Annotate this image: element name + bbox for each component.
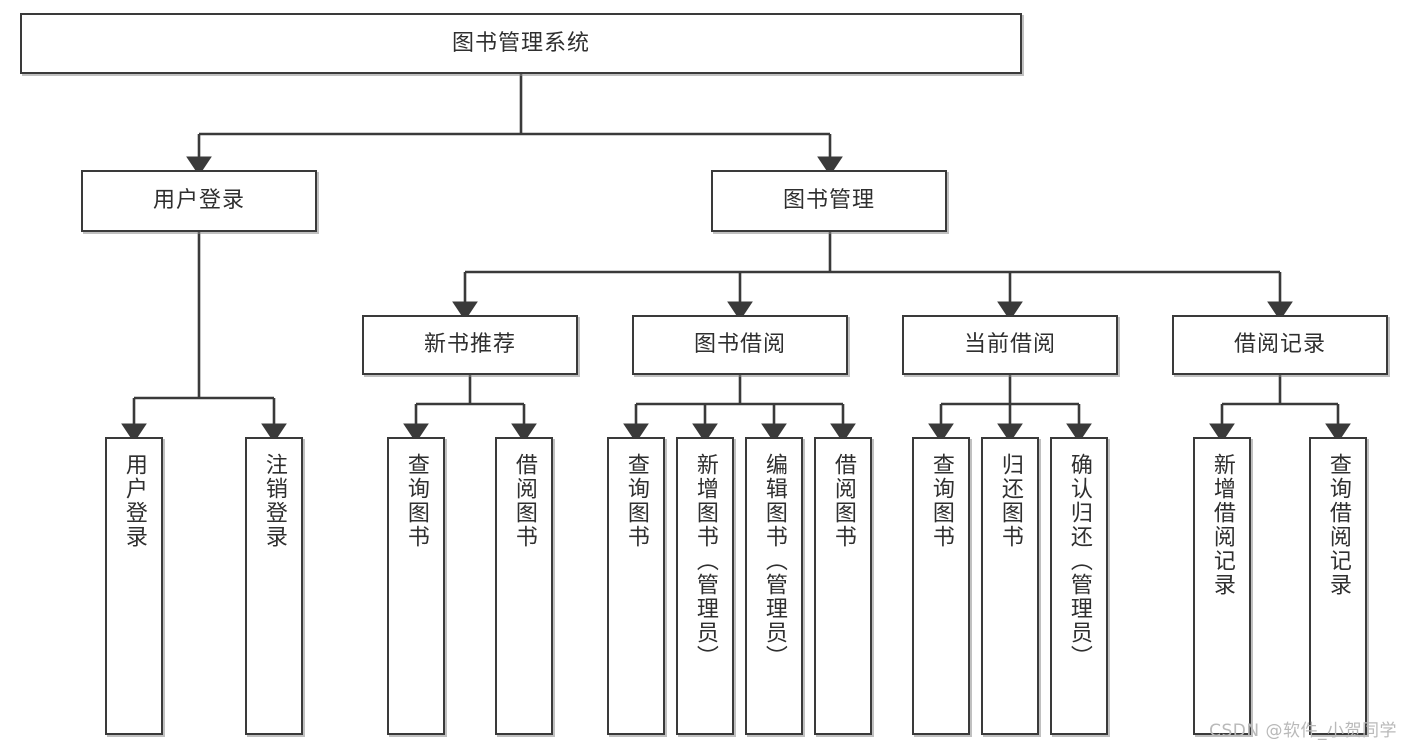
- node-new-book-recommend[interactable]: 新书推荐: [362, 315, 578, 375]
- node-book-borrow[interactable]: 图书借阅: [632, 315, 848, 375]
- node-leaf-add-book-label: 新增图书（管理员）: [692, 453, 718, 669]
- node-leaf-logout-label: 注销登录: [261, 453, 287, 549]
- node-leaf-query-book-2-label: 查询图书: [623, 453, 649, 549]
- node-current-borrow[interactable]: 当前借阅: [902, 315, 1118, 375]
- node-leaf-edit-book-label: 编辑图书（管理员）: [761, 453, 787, 669]
- node-leaf-edit-book[interactable]: 编辑图书（管理员）: [745, 437, 803, 735]
- node-root-label: 图书管理系统: [451, 30, 590, 56]
- node-leaf-query-book-3[interactable]: 查询图书: [912, 437, 970, 735]
- node-leaf-borrow-book-2-label: 借阅图书: [830, 453, 856, 549]
- node-book-borrow-label: 图书借阅: [693, 332, 786, 358]
- node-borrow-record[interactable]: 借阅记录: [1172, 315, 1388, 375]
- node-leaf-query-book-1[interactable]: 查询图书: [387, 437, 445, 735]
- node-leaf-borrow-book-2[interactable]: 借阅图书: [814, 437, 872, 735]
- node-leaf-user-login-label: 用户登录: [121, 453, 147, 549]
- node-leaf-query-book-3-label: 查询图书: [928, 453, 954, 549]
- node-root[interactable]: 图书管理系统: [20, 13, 1022, 74]
- node-leaf-query-book-1-label: 查询图书: [403, 453, 429, 549]
- node-leaf-return-book[interactable]: 归还图书: [981, 437, 1039, 735]
- node-user-login-label: 用户登录: [152, 188, 245, 214]
- node-leaf-return-book-label: 归还图书: [997, 453, 1023, 549]
- node-leaf-query-record-label: 查询借阅记录: [1325, 453, 1351, 597]
- node-leaf-logout[interactable]: 注销登录: [245, 437, 303, 735]
- node-book-manage-label: 图书管理: [782, 188, 875, 214]
- node-user-login[interactable]: 用户登录: [81, 170, 317, 232]
- node-leaf-borrow-book-1-label: 借阅图书: [511, 453, 537, 549]
- node-leaf-query-record[interactable]: 查询借阅记录: [1309, 437, 1367, 735]
- node-book-manage[interactable]: 图书管理: [711, 170, 947, 232]
- node-leaf-user-login[interactable]: 用户登录: [105, 437, 163, 735]
- node-leaf-confirm-return-label: 确认归还（管理员）: [1066, 453, 1092, 669]
- node-current-borrow-label: 当前借阅: [963, 332, 1056, 358]
- node-leaf-add-book[interactable]: 新增图书（管理员）: [676, 437, 734, 735]
- node-borrow-record-label: 借阅记录: [1233, 332, 1326, 358]
- node-leaf-borrow-book-1[interactable]: 借阅图书: [495, 437, 553, 735]
- node-new-book-recommend-label: 新书推荐: [423, 332, 516, 358]
- node-leaf-query-book-2[interactable]: 查询图书: [607, 437, 665, 735]
- csdn-watermark: CSDN @软件_小贺同学: [1209, 721, 1397, 741]
- node-leaf-confirm-return[interactable]: 确认归还（管理员）: [1050, 437, 1108, 735]
- node-leaf-add-record[interactable]: 新增借阅记录: [1193, 437, 1251, 735]
- node-leaf-add-record-label: 新增借阅记录: [1209, 453, 1235, 597]
